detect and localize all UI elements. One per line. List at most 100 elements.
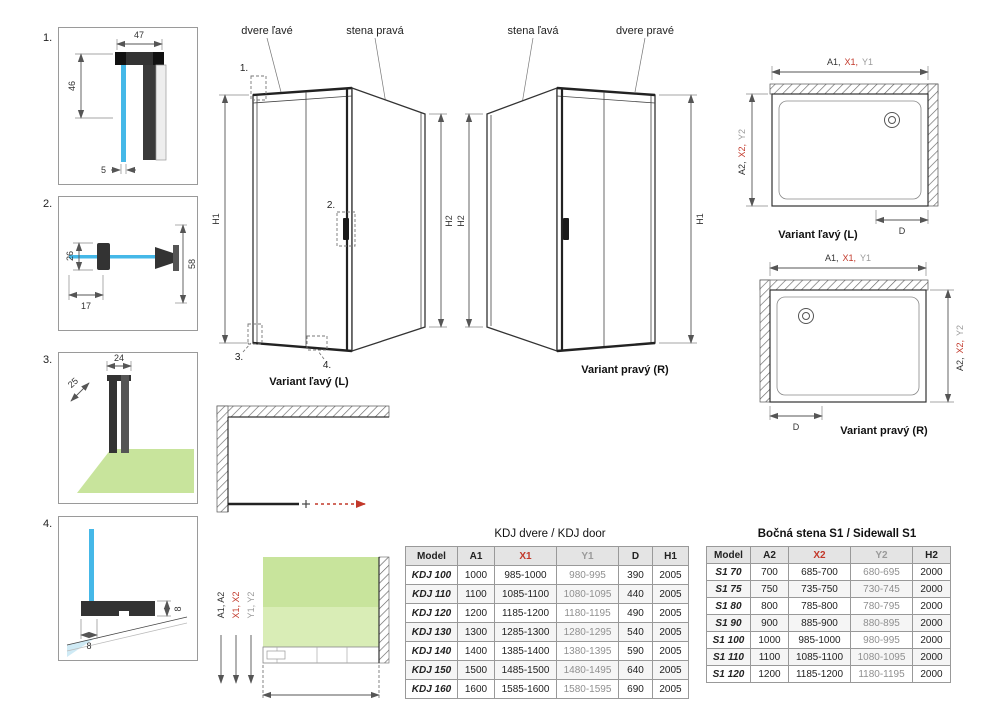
plan-view-left-variant: A1,X1,Y1 A2,X2,Y2 D Variant ľavý (L) — [722, 52, 977, 247]
dim-8-bottom-label: 8 — [86, 641, 91, 651]
cell: 985-1000 — [788, 631, 851, 649]
cell: 1080-1095 — [556, 584, 619, 604]
wall-hatch-left — [759, 279, 771, 403]
dimension-24: 24 — [106, 353, 132, 371]
callout-marker-4: 4. — [306, 335, 331, 371]
glass-edge — [69, 255, 173, 259]
dimension-47: 47 — [116, 30, 163, 50]
a1a2-label: A1, A2 — [216, 592, 226, 619]
cell: 700 — [750, 563, 789, 581]
header-cell: Model — [706, 546, 751, 564]
d-label: D — [793, 422, 800, 432]
h1-label: H1 — [695, 213, 705, 225]
front-left-caption: Variant ľavý (L) — [269, 376, 349, 388]
dimension-d: D — [769, 406, 823, 432]
cell: 1185-1200 — [788, 665, 851, 683]
corner-junction-detail: A1, A2 X1, X2 Y1, Y2 — [207, 543, 407, 713]
wall-profile-section — [115, 52, 167, 162]
front-view-right-variant: stena ľavá dvere pravé H2 — [455, 22, 705, 392]
marker-2-label: 2. — [327, 200, 335, 211]
cell: 1180-1195 — [850, 665, 913, 683]
cell: 1400 — [457, 641, 495, 661]
callout-marker-1: 1. — [240, 63, 267, 101]
dimension-26: 26 — [65, 242, 93, 271]
glass-edge — [121, 65, 126, 162]
cell: S1 90 — [706, 614, 751, 632]
plan-left-caption: Variant ľavý (L) — [778, 229, 858, 241]
cell: KDJ 140 — [405, 641, 458, 661]
cell: 2005 — [652, 565, 689, 585]
cell: 540 — [618, 622, 653, 642]
door-panel — [252, 86, 353, 353]
wall-hatch-right — [378, 556, 390, 664]
cell: 1285-1300 — [494, 622, 557, 642]
cell: 885-900 — [788, 614, 851, 632]
cell: 2005 — [652, 641, 689, 661]
dimension-a1x1y1: A1,X1,Y1 — [771, 57, 929, 80]
a1x1y1-label: A1,X1,Y1 — [827, 57, 873, 67]
dim-47-label: 47 — [134, 30, 144, 40]
cell: 1580-1595 — [556, 679, 619, 699]
s1-table-title: Bočná stena S1 / Sidewall S1 — [757, 528, 917, 540]
dimension-8-bottom: 8 — [80, 619, 98, 651]
cell: 1300 — [457, 622, 495, 642]
door-right-label: dvere pravé — [616, 25, 674, 37]
floor-area — [77, 449, 194, 493]
wall-hatch-top — [759, 279, 929, 291]
drain-circle-inner — [802, 312, 810, 320]
detail-2-box: 26 17 58 — [58, 196, 198, 331]
front-right-caption: Variant pravý (R) — [581, 364, 669, 376]
dim-58-label: 58 — [187, 259, 197, 269]
side-wall-panel — [486, 87, 558, 352]
dimension-a1a2: A1, A2 — [216, 592, 226, 684]
cell: 1585-1600 — [494, 679, 557, 699]
floor-line-2 — [66, 622, 188, 652]
dimension-d: D — [875, 210, 929, 236]
dim-17-label: 17 — [81, 301, 91, 311]
leader-line — [374, 37, 388, 111]
header-cell: H1 — [652, 546, 689, 566]
bottom-rail-profile — [81, 601, 155, 616]
dim-5-label: 5 — [101, 165, 106, 175]
cell: 1385-1400 — [494, 641, 557, 661]
cell: 2005 — [652, 622, 689, 642]
dim-26-label: 26 — [65, 251, 75, 261]
cell: 750 — [750, 580, 789, 598]
cell: 800 — [750, 597, 789, 615]
cell: 980-995 — [850, 631, 913, 649]
cell: KDJ 120 — [405, 603, 458, 623]
cell: 1200 — [750, 665, 789, 683]
cell: 2000 — [912, 580, 951, 598]
door-handle — [343, 218, 349, 240]
dimension-h1: H1 — [659, 94, 705, 344]
wall-profiles — [107, 375, 131, 453]
marker-4-label: 4. — [323, 360, 331, 371]
dimension-17: 17 — [68, 275, 104, 311]
callout-marker-3: 3. — [235, 323, 263, 363]
cell: S1 75 — [706, 580, 751, 598]
cell: 2005 — [652, 679, 689, 699]
cell: 1185-1200 — [494, 603, 557, 623]
glass-edge — [89, 529, 94, 601]
cell: 2000 — [912, 648, 951, 666]
floor-line — [66, 616, 188, 646]
kdj-table-title: KDJ dvere / KDJ door — [494, 528, 606, 540]
cell: 900 — [750, 614, 789, 632]
header-cell: X2 — [788, 546, 851, 564]
cell: 590 — [618, 641, 653, 661]
clamp-block — [97, 243, 110, 270]
dimension-5: 5 — [101, 164, 136, 175]
dimension-46: 46 — [67, 53, 113, 119]
wall-right-label: stena pravá — [346, 25, 404, 37]
cell: 735-750 — [788, 580, 851, 598]
dimension-a2x2y2: A2,X2,Y2 — [737, 93, 768, 207]
cell: 1100 — [750, 648, 789, 666]
a2x2y2-label: A2,X2,Y2 — [955, 325, 965, 371]
plan-view-right-variant: A1,X1,Y1 A2,X2,Y2 D Variant pravý (R) — [722, 250, 977, 440]
leader-line — [266, 37, 282, 93]
cell: 1085-1100 — [494, 584, 557, 604]
